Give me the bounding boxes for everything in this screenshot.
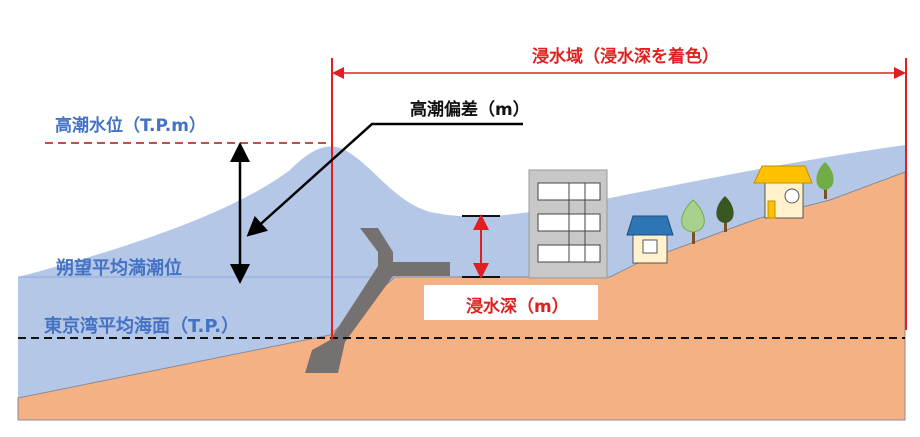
storm-surge-deviation-label: 高潮偏差（m）	[410, 100, 530, 120]
deviation-leader-line	[246, 122, 523, 237]
depth-label-box	[424, 285, 598, 320]
tree-icon	[681, 199, 705, 244]
tokyo-bay-mean-sea-level-label: 東京湾平均海面（T.P.）	[44, 316, 240, 337]
storm-tide-level-label: 高潮水位（T.P.m）	[55, 116, 206, 136]
house-yellow-icon	[753, 165, 813, 219]
tree-icon	[716, 196, 734, 232]
tree-icon	[816, 162, 834, 199]
inundation-depth-label: 浸水深（m）	[466, 297, 569, 317]
building-icon	[528, 169, 608, 279]
inundation-area-label: 浸水域（浸水深を着色）	[532, 47, 719, 67]
seawall	[305, 228, 450, 373]
house-blue-icon	[626, 215, 674, 264]
mean-high-water-spring-label: 朔望平均満潮位	[56, 258, 182, 279]
